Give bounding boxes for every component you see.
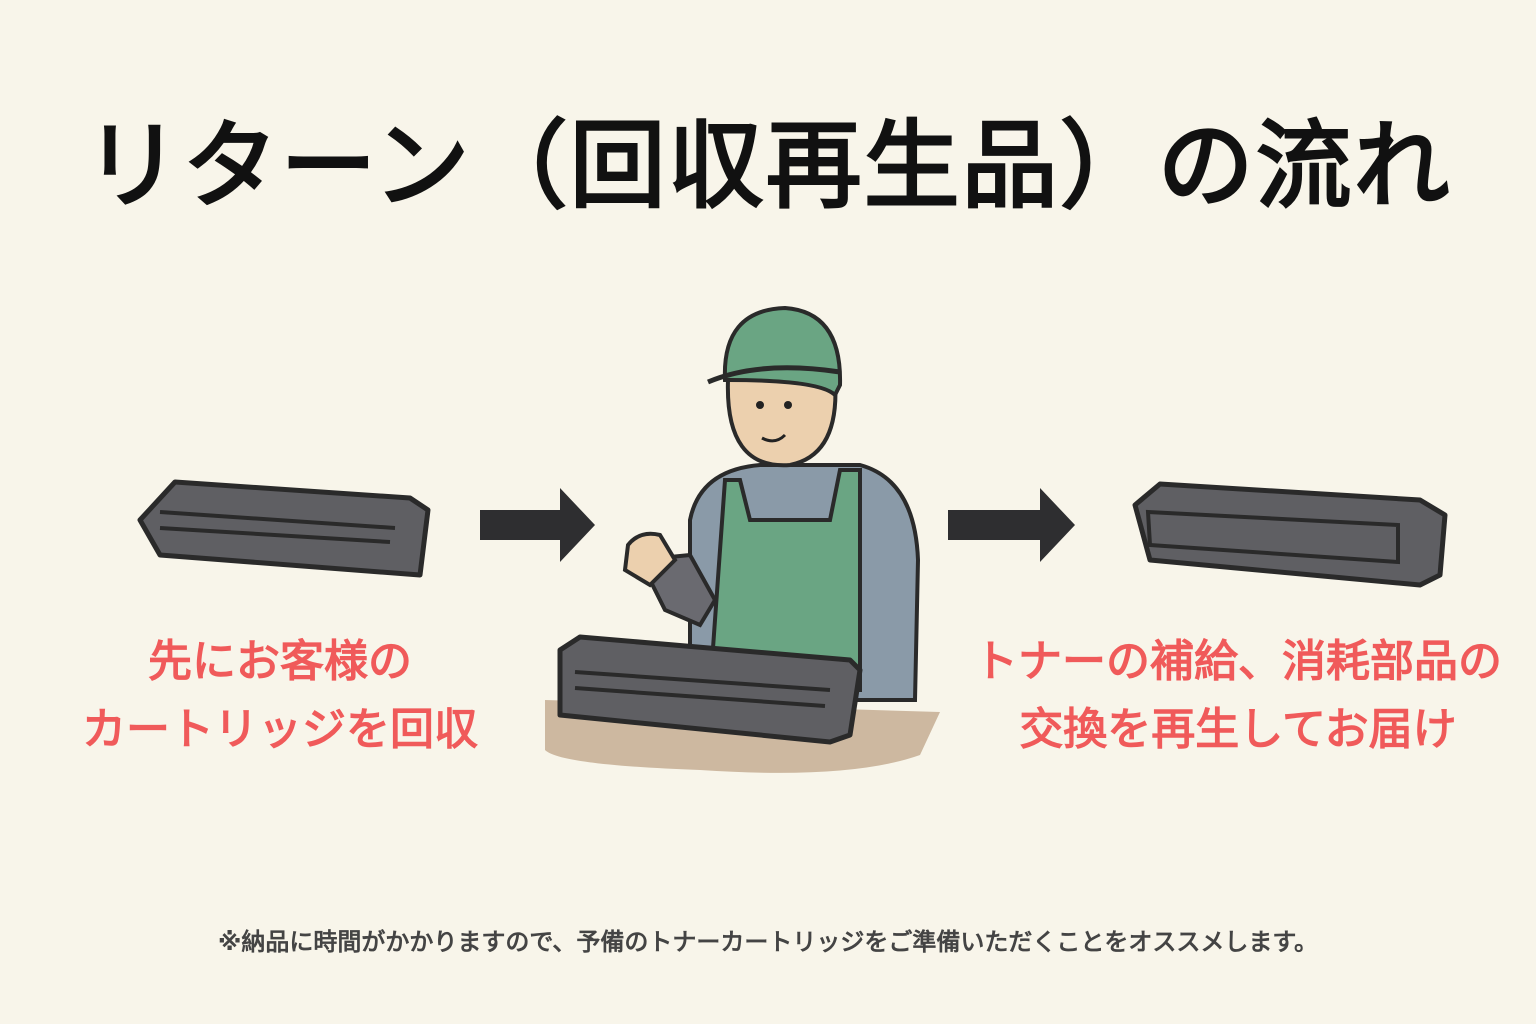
refilled-cartridge-icon — [1132, 481, 1448, 588]
arrow-right-icon — [948, 488, 1075, 562]
used-cartridge-icon — [137, 479, 431, 578]
page-title: リターン（回収再生品）の流れ — [84, 110, 1452, 222]
footnote: ※納品に時間がかかりますので、予備のトナーカートリッジをご準備いただくことをオス… — [218, 928, 1318, 956]
arrow-right-icon — [480, 488, 595, 562]
step-1-line1: 先にお客様の — [148, 636, 412, 687]
step-1-caption: 先にお客様の カートリッジを回収 — [40, 628, 520, 764]
step-1-line2: カートリッジを回収 — [82, 704, 478, 755]
step-2-line1: トナーの補給、消耗部品の — [974, 636, 1502, 687]
worker-illustration — [545, 305, 940, 773]
step-2-line2: 交換を再生してお届け — [1019, 704, 1457, 755]
step-2-caption: トナーの補給、消耗部品の 交換を再生してお届け — [940, 628, 1536, 764]
